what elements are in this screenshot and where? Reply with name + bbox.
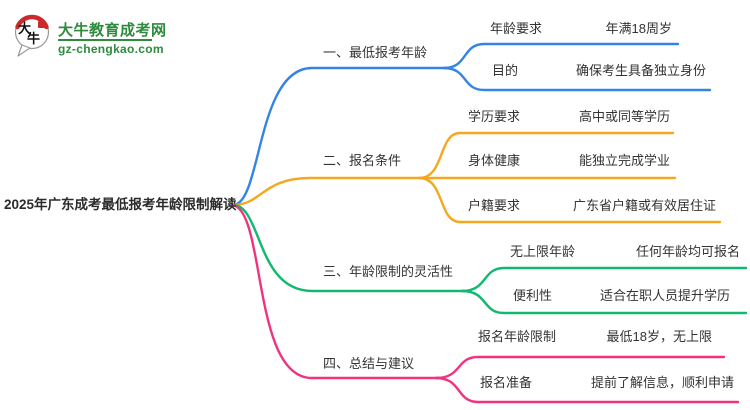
node-row: 无上限年龄 任何年龄均可报名 xyxy=(510,242,740,262)
node-key: 便利性 xyxy=(513,288,553,303)
node-key: 目的 xyxy=(492,63,519,78)
node-row: 便利性 适合在职人员提升学历 xyxy=(513,286,730,306)
node-key: 年龄要求 xyxy=(490,21,543,36)
node-value: 任何年龄均可报名 xyxy=(635,244,740,259)
node-key: 户籍要求 xyxy=(468,198,521,213)
branch-2-main-line xyxy=(231,176,427,207)
central-topic: 2025年广东成考最低报考年龄限制解读 xyxy=(4,197,237,212)
node-key: 报名准备 xyxy=(480,375,533,390)
node-value: 能独立完成学业 xyxy=(578,153,670,168)
branch-3-child-line-1 xyxy=(460,266,748,293)
node-key: 身体健康 xyxy=(468,153,521,168)
branch-4-child-line-1 xyxy=(434,355,726,380)
node-key: 无上限年龄 xyxy=(510,244,576,259)
branch-3-label: 三、年龄限制的灵活性 xyxy=(323,264,454,279)
branch-4-main-line xyxy=(231,203,444,380)
branch-2-label: 二、报名条件 xyxy=(323,153,402,168)
node-row: 目的 确保考生具备独立身份 xyxy=(492,61,706,81)
site-name: 大牛教育成考网 xyxy=(58,22,167,39)
node-value: 年满18周岁 xyxy=(605,21,672,36)
branch-1-main-line xyxy=(231,66,452,207)
branch-1-child-line-2 xyxy=(442,66,712,92)
node-row: 户籍要求 广东省户籍或有效居住证 xyxy=(468,196,716,216)
node-value: 最低18岁，无上限 xyxy=(606,329,712,344)
branch-3-child-line-2 xyxy=(460,289,748,315)
node-value: 高中或同等学历 xyxy=(578,109,670,124)
node-value: 确保考生具备独立身份 xyxy=(575,63,706,78)
branch-2-child-line-1 xyxy=(417,131,675,180)
node-key: 报名年龄限制 xyxy=(478,329,557,344)
node-row: 学历要求 高中或同等学历 xyxy=(468,107,670,127)
node-row: 报名年龄限制 最低18岁，无上限 xyxy=(478,327,712,347)
branch-1-label: 一、最低报考年龄 xyxy=(323,45,428,60)
node-value: 适合在职人员提升学历 xyxy=(599,288,730,303)
node-value: 广东省户籍或有效居住证 xyxy=(572,198,716,213)
branch-3-main-line xyxy=(231,203,470,293)
site-logo: 大 牛 大牛教育成考网 gz-chengkao.com xyxy=(12,10,222,62)
branch-4-label: 四、总结与建议 xyxy=(323,356,415,371)
node-row: 身体健康 能独立完成学业 xyxy=(468,151,670,171)
branch-2-child-line-3 xyxy=(417,176,722,224)
logo-divider xyxy=(58,39,152,41)
branch-4-child-line-2 xyxy=(434,376,740,404)
bull-speech-bubble-logo-icon: 大 牛 xyxy=(14,14,50,57)
svg-text:大: 大 xyxy=(18,21,31,36)
node-row: 报名准备 提前了解信息，顺利申请 xyxy=(480,373,734,393)
node-row: 年龄要求 年满18周岁 xyxy=(490,19,672,39)
site-domain: gz-chengkao.com xyxy=(58,42,164,56)
branch-1-child-line-1 xyxy=(442,42,680,70)
node-value: 提前了解信息，顺利申请 xyxy=(590,375,734,390)
node-key: 学历要求 xyxy=(468,109,521,124)
svg-text:牛: 牛 xyxy=(27,31,40,46)
